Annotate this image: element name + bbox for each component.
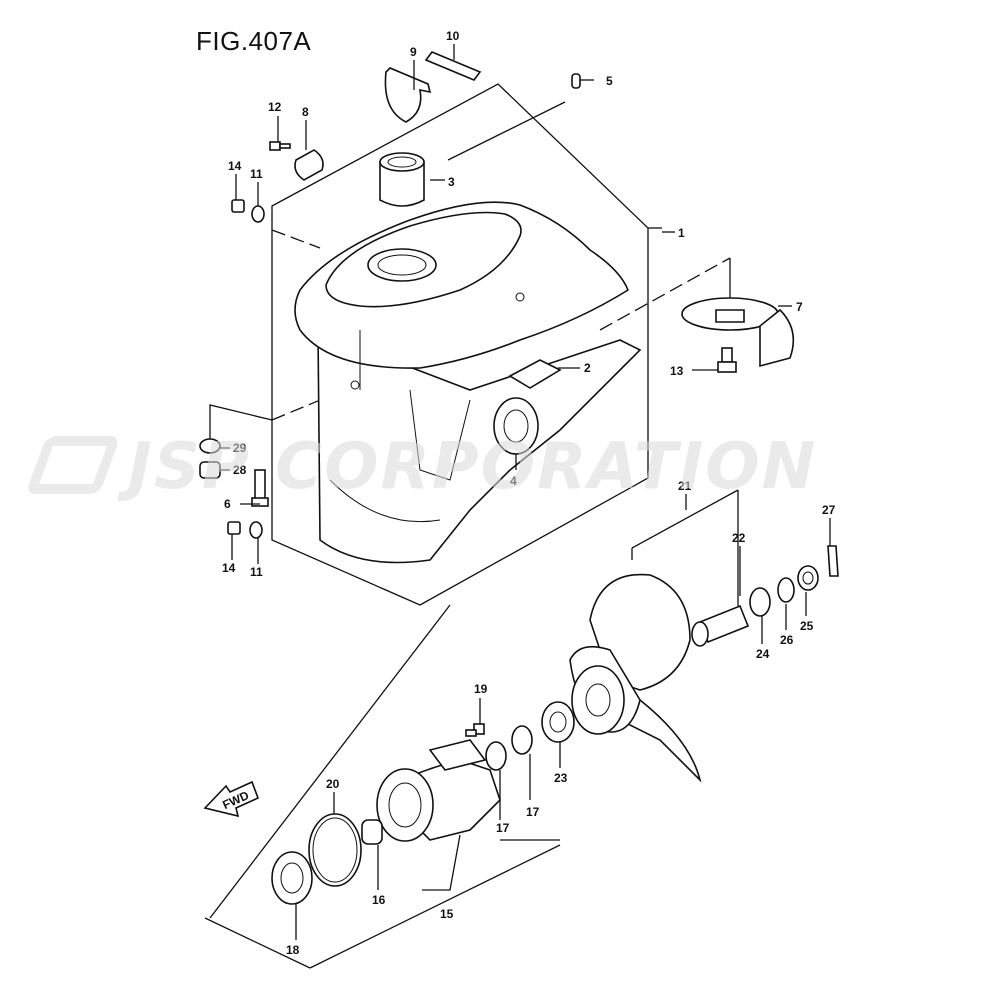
callout-4: 4 xyxy=(510,474,517,488)
callout-11-upper: 11 xyxy=(250,167,263,181)
callout-21: 21 xyxy=(678,479,692,493)
seal-strip-part xyxy=(424,51,482,81)
callouts: 1 2 3 4 5 6 7 8 9 10 11 11 12 13 14 14 1… xyxy=(222,29,836,957)
dowel-pin-part xyxy=(571,73,581,89)
washer-part-29 xyxy=(199,438,221,454)
callout-25: 25 xyxy=(800,619,814,633)
callout-23: 23 xyxy=(554,771,568,785)
callout-22: 22 xyxy=(732,531,746,545)
callout-2: 2 xyxy=(584,361,591,375)
oil-seal-part-17-a xyxy=(485,741,507,771)
cotter-pin-part-27 xyxy=(827,545,839,577)
anode-part xyxy=(508,359,562,389)
callout-24: 24 xyxy=(756,647,770,661)
trim-tab-anode-part xyxy=(681,297,795,368)
callout-28: 28 xyxy=(233,463,247,477)
thrust-washer-part-23 xyxy=(541,701,575,743)
callout-27: 27 xyxy=(822,503,836,517)
washer-part-26 xyxy=(777,577,795,603)
propeller-assembly-frame xyxy=(204,489,739,969)
watermark: JSP CORPORATION xyxy=(25,430,818,504)
figure-title: FIG.407A xyxy=(196,26,312,56)
bolt-part-12 xyxy=(269,141,291,151)
guide-plate-part xyxy=(384,67,432,123)
callout-15: 15 xyxy=(440,907,454,921)
spacer-part-22 xyxy=(691,604,750,647)
o-ring-part-20 xyxy=(308,813,362,887)
propeller-part xyxy=(569,573,702,783)
oil-seal-part-18 xyxy=(271,851,313,905)
callout-16: 16 xyxy=(372,893,386,907)
bolt-part-14-lower xyxy=(227,521,241,535)
gear-carrier-part-15 xyxy=(376,739,501,842)
callout-10: 10 xyxy=(446,29,460,43)
watermark-text: JSP CORPORATION xyxy=(128,430,818,504)
gear-case-housing xyxy=(294,201,642,564)
callout-19: 19 xyxy=(474,682,488,696)
bolt-part-14-upper xyxy=(231,199,245,213)
callout-3: 3 xyxy=(448,175,455,189)
callout-26: 26 xyxy=(780,633,794,647)
callout-11-lower: 11 xyxy=(250,565,263,579)
watermark-logo-icon xyxy=(25,436,121,494)
callout-14-lower: 14 xyxy=(222,561,236,575)
bolt-part-6 xyxy=(251,469,269,507)
bolt-part-13 xyxy=(717,347,737,373)
grommet-part xyxy=(294,149,324,181)
callout-8: 8 xyxy=(302,105,309,119)
nut-part-25 xyxy=(797,565,819,591)
callout-6: 6 xyxy=(224,497,231,511)
washer-part-24 xyxy=(749,587,771,617)
callout-7: 7 xyxy=(796,300,803,314)
callout-12: 12 xyxy=(268,100,282,114)
callout-18: 18 xyxy=(286,943,300,957)
bolt-part-19 xyxy=(465,723,485,737)
oil-seal-part-17-b xyxy=(511,725,533,755)
callout-17-a: 17 xyxy=(496,821,510,835)
callout-13: 13 xyxy=(670,364,684,378)
washer-part-11-upper xyxy=(251,205,265,223)
leader-lines xyxy=(220,44,831,940)
callout-1: 1 xyxy=(678,226,685,240)
callout-29: 29 xyxy=(233,441,247,455)
callout-9: 9 xyxy=(410,45,417,59)
housing-assembly-frame xyxy=(209,83,731,606)
washer-part-11-lower xyxy=(249,521,263,539)
bushing-part-16 xyxy=(361,819,383,845)
fwd-arrow-icon: FWD xyxy=(203,780,260,818)
callout-20: 20 xyxy=(326,777,340,791)
callout-17-b: 17 xyxy=(526,805,540,819)
callout-5: 5 xyxy=(606,74,613,88)
bearing-part xyxy=(379,152,425,207)
callout-14-upper: 14 xyxy=(228,159,242,173)
